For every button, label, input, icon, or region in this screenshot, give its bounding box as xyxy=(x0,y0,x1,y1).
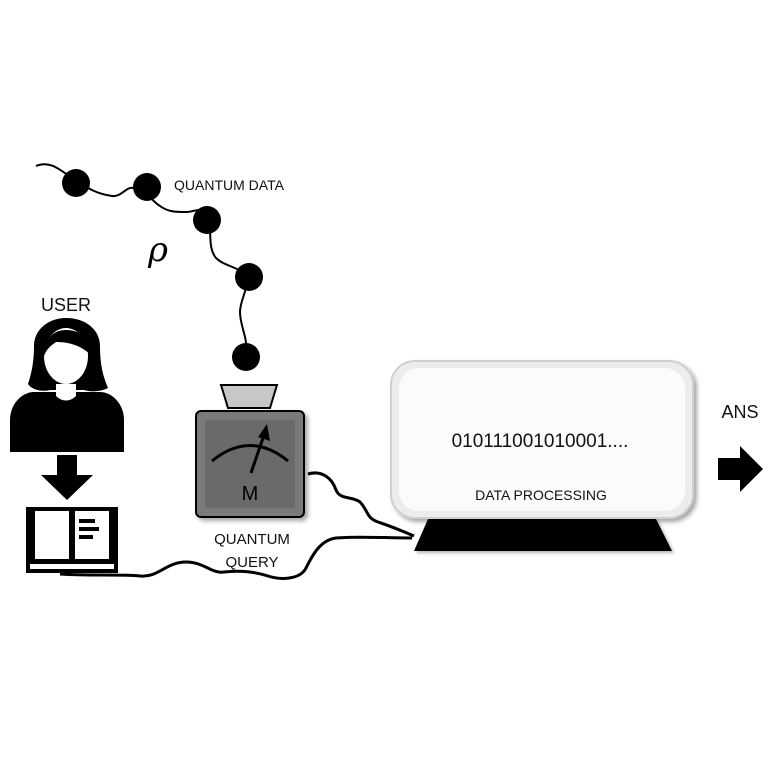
data-processing-label: DATA PROCESSING xyxy=(475,487,607,503)
arrow-right-icon xyxy=(718,446,763,492)
arrow-down-icon xyxy=(41,455,93,500)
measurement-meter-icon: M xyxy=(195,384,305,518)
quantum-particle xyxy=(232,343,260,371)
processor-keyboard-base xyxy=(414,519,672,551)
meter-needle xyxy=(249,434,266,474)
quantum-particle xyxy=(62,169,90,197)
quantum-particle xyxy=(193,206,221,234)
binary-string: 010111001010001.... xyxy=(452,431,629,452)
meter-face xyxy=(205,420,295,508)
meter-cap xyxy=(219,384,279,409)
quantum-particle xyxy=(133,173,161,201)
user-label: USER xyxy=(41,295,91,315)
data-processing-computer xyxy=(390,360,694,551)
meter-to-processor-wire xyxy=(307,471,415,538)
meter-scale xyxy=(211,444,289,463)
answer-label: ANS xyxy=(721,402,758,422)
processor-screen xyxy=(399,368,685,511)
quantum-query-label-line2: QUERY xyxy=(225,554,278,571)
book-to-processor-wire xyxy=(59,535,413,580)
quantum-query-label-line1: QUANTUM xyxy=(214,531,290,548)
user-female-icon xyxy=(10,318,124,452)
meter-needle-tip xyxy=(258,424,270,441)
open-book-icon xyxy=(26,507,118,573)
quantum-particle xyxy=(235,263,263,291)
rho-symbol: ρ xyxy=(147,230,168,270)
meter-symbol: M xyxy=(242,483,259,505)
quantum-data-label: QUANTUM DATA xyxy=(174,177,285,193)
quantum-data-chain xyxy=(35,163,263,371)
